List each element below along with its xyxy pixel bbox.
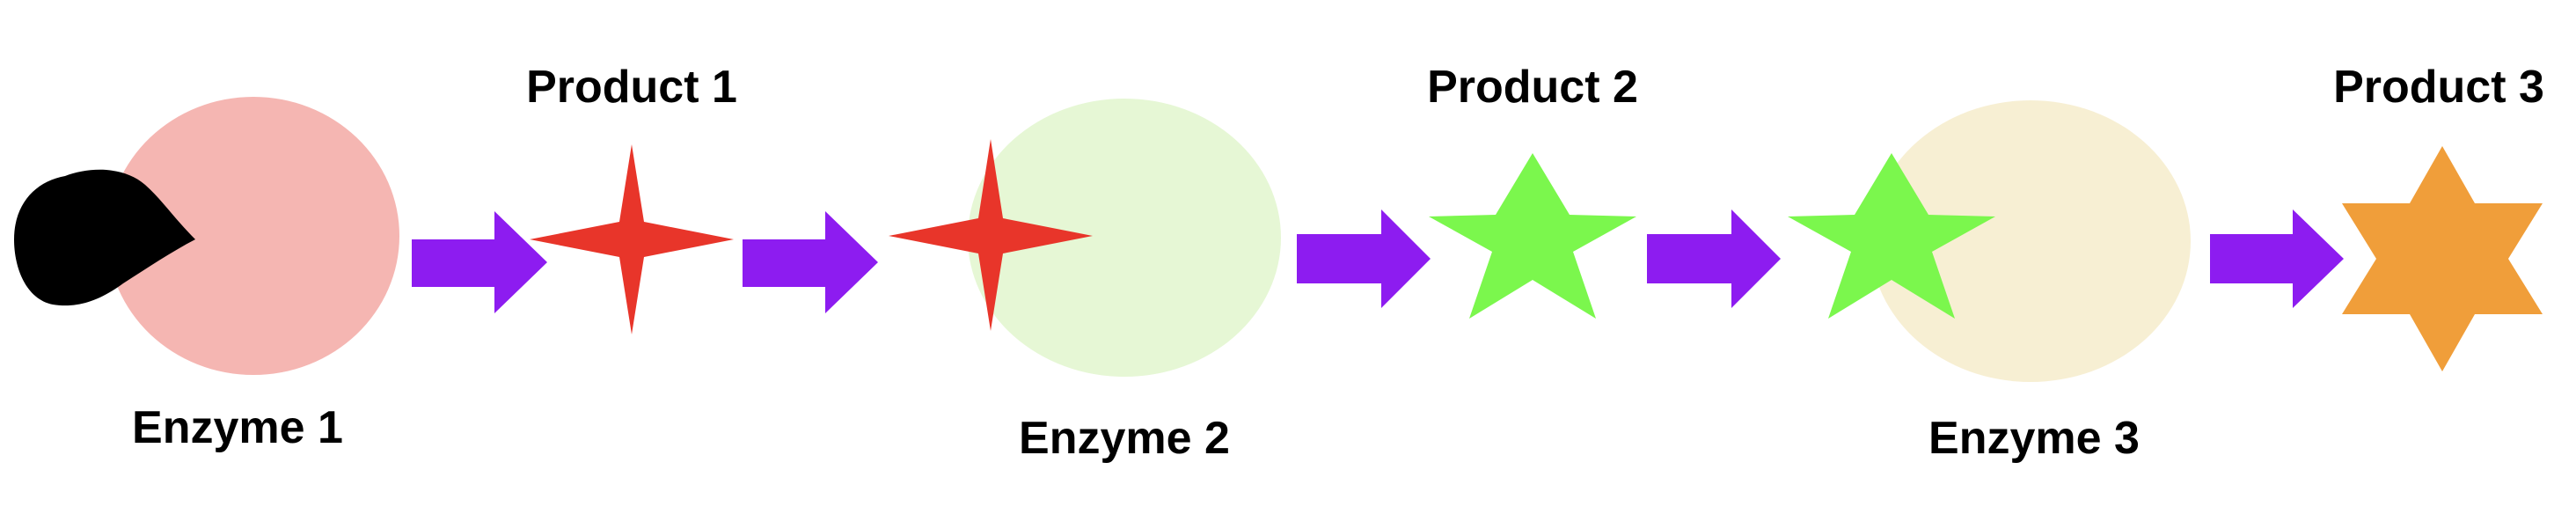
product-3-star-icon: [2342, 146, 2543, 371]
arrow-4: [1647, 209, 1781, 308]
arrow-1: [412, 211, 547, 313]
arrow-2: [743, 211, 878, 313]
arrow-3: [1297, 209, 1431, 308]
product-1-star-icon: [530, 144, 734, 334]
product-2-star-icon: [1429, 153, 1636, 319]
enzyme-3-label: Enzyme 3: [1928, 413, 2140, 464]
enzyme-2-label: Enzyme 2: [1019, 413, 1230, 464]
arrow-5: [2210, 209, 2344, 308]
substrate-shape: [14, 169, 195, 306]
product-2-label: Product 2: [1427, 62, 1638, 113]
product-1-label: Product 1: [526, 62, 737, 113]
product-1-star-in-enzyme-2-icon: [889, 139, 1093, 331]
enzyme-1-label: Enzyme 1: [132, 402, 343, 453]
product-3-label: Product 3: [2333, 62, 2544, 113]
enzyme-1-body: [107, 97, 399, 375]
product-2-star-in-enzyme-3-icon: [1788, 153, 1995, 319]
enzyme-2-body: [968, 99, 1281, 377]
